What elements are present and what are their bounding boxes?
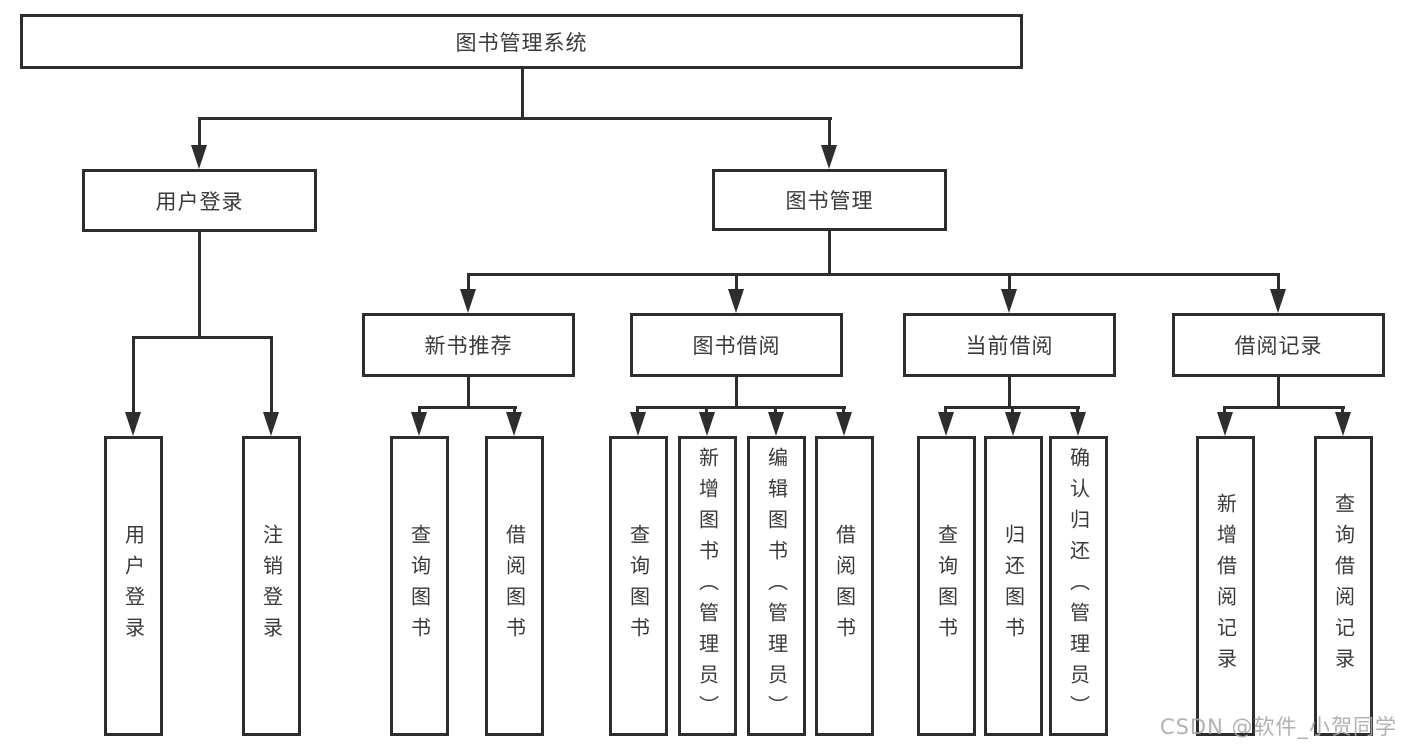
node-borrow-record: 借阅记录 bbox=[1172, 313, 1385, 377]
connector-line bbox=[467, 273, 470, 292]
connector-line bbox=[705, 406, 708, 416]
leaf-bb-edit-book-admin: 编辑图书（管理员） bbox=[747, 436, 806, 736]
connector-arrow-down-icon bbox=[728, 289, 744, 313]
node-book-borrow: 图书借阅 bbox=[630, 313, 843, 377]
connector-line bbox=[944, 406, 947, 416]
connector-line bbox=[842, 406, 845, 416]
leaf-cb-query-book: 查询图书 bbox=[917, 436, 976, 736]
connector-line bbox=[513, 406, 516, 416]
connector-line bbox=[1011, 406, 1014, 416]
connector-line bbox=[198, 117, 832, 120]
leaf-br-add-record-label: 新增借阅记录 bbox=[1213, 493, 1238, 679]
connector-line bbox=[198, 117, 201, 148]
connector-arrow-down-icon bbox=[1270, 289, 1286, 313]
leaf-user-login: 用户登录 bbox=[104, 436, 163, 736]
leaf-cb-return-book: 归还图书 bbox=[984, 436, 1043, 736]
leaf-nb-borrow-book: 借阅图书 bbox=[485, 436, 544, 736]
leaf-bb-borrow-book-label: 借阅图书 bbox=[832, 524, 857, 648]
leaf-br-query-record-label: 查询借阅记录 bbox=[1331, 493, 1356, 679]
connector-arrow-down-icon bbox=[1001, 289, 1017, 313]
connector-line bbox=[132, 336, 273, 339]
leaf-bb-add-book-admin-label: 新增图书（管理员） bbox=[695, 446, 720, 726]
connector-arrow-down-icon bbox=[1335, 412, 1351, 436]
node-root-label: 图书管理系统 bbox=[455, 30, 588, 55]
node-root: 图书管理系统 bbox=[20, 14, 1023, 69]
node-current-borrow: 当前借阅 bbox=[903, 313, 1116, 377]
connector-line bbox=[1277, 273, 1280, 292]
connector-arrow-down-icon bbox=[836, 412, 852, 436]
connector-line bbox=[521, 69, 524, 117]
connector-line bbox=[1341, 406, 1344, 416]
connector-arrow-down-icon bbox=[191, 145, 207, 169]
connector-line bbox=[828, 231, 831, 276]
connector-arrow-down-icon bbox=[411, 412, 427, 436]
leaf-br-query-record: 查询借阅记录 bbox=[1314, 436, 1373, 736]
connector-line bbox=[198, 232, 201, 336]
node-book-mgmt-label: 图书管理 bbox=[785, 189, 874, 213]
leaf-logout: 注销登录 bbox=[242, 436, 301, 736]
leaf-cb-query-book-label: 查询图书 bbox=[934, 524, 959, 648]
leaf-bb-query-book: 查询图书 bbox=[609, 436, 668, 736]
connector-arrow-down-icon bbox=[263, 412, 279, 436]
node-book-borrow-label: 图书借阅 bbox=[692, 334, 781, 358]
leaf-nb-query-book: 查询图书 bbox=[390, 436, 449, 736]
connector-line bbox=[1008, 273, 1011, 292]
leaf-bb-borrow-book: 借阅图书 bbox=[815, 436, 874, 736]
connector-line bbox=[467, 377, 470, 406]
connector-line bbox=[418, 406, 517, 409]
connector-arrow-down-icon bbox=[125, 412, 141, 436]
connector-line bbox=[637, 406, 846, 409]
connector-arrow-down-icon bbox=[768, 412, 784, 436]
leaf-nb-query-book-label: 查询图书 bbox=[407, 524, 432, 648]
connector-line bbox=[1224, 406, 1345, 409]
connector-arrow-down-icon bbox=[699, 412, 715, 436]
leaf-br-add-record: 新增借阅记录 bbox=[1196, 436, 1255, 736]
connector-line bbox=[1008, 377, 1011, 406]
connector-line bbox=[828, 117, 831, 148]
csdn-watermark: CSDN @软件_小贺同学 bbox=[1159, 715, 1397, 739]
leaf-bb-add-book-admin: 新增图书（管理员） bbox=[678, 436, 737, 736]
connector-arrow-down-icon bbox=[630, 412, 646, 436]
connector-line bbox=[1223, 406, 1226, 416]
node-new-book-recommend: 新书推荐 bbox=[362, 313, 575, 377]
node-user-login-label: 用户登录 bbox=[155, 189, 244, 214]
connector-line bbox=[735, 273, 738, 292]
node-user-login: 用户登录 bbox=[82, 169, 317, 232]
leaf-user-login-label: 用户登录 bbox=[121, 524, 146, 648]
node-current-borrow-label: 当前借阅 bbox=[965, 334, 1054, 358]
leaf-nb-borrow-book-label: 借阅图书 bbox=[502, 524, 527, 648]
connector-line bbox=[132, 336, 135, 414]
connector-arrow-down-icon bbox=[460, 289, 476, 313]
connector-arrow-down-icon bbox=[1070, 412, 1086, 436]
connector-arrow-down-icon bbox=[506, 412, 522, 436]
connector-line bbox=[418, 406, 421, 416]
connector-arrow-down-icon bbox=[1005, 412, 1021, 436]
node-borrow-record-label: 借阅记录 bbox=[1234, 334, 1323, 358]
connector-line bbox=[1277, 377, 1280, 406]
connector-line bbox=[1076, 406, 1079, 416]
leaf-bb-query-book-label: 查询图书 bbox=[626, 524, 651, 648]
node-new-book-recommend-label: 新书推荐 bbox=[424, 334, 513, 358]
leaf-cb-confirm-return-admin-label: 确认归还（管理员） bbox=[1066, 446, 1091, 726]
leaf-cb-confirm-return-admin: 确认归还（管理员） bbox=[1049, 436, 1108, 736]
connector-line bbox=[735, 377, 738, 406]
connector-arrow-down-icon bbox=[938, 412, 954, 436]
leaf-logout-label: 注销登录 bbox=[259, 524, 284, 648]
connector-line bbox=[774, 406, 777, 416]
node-book-mgmt: 图书管理 bbox=[712, 169, 947, 231]
connector-line bbox=[636, 406, 639, 416]
connector-arrow-down-icon bbox=[821, 145, 837, 169]
leaf-cb-return-book-label: 归还图书 bbox=[1001, 524, 1026, 648]
connector-line bbox=[270, 336, 273, 414]
connector-arrow-down-icon bbox=[1217, 412, 1233, 436]
connector-line bbox=[467, 273, 1280, 276]
leaf-bb-edit-book-admin-label: 编辑图书（管理员） bbox=[764, 446, 789, 726]
